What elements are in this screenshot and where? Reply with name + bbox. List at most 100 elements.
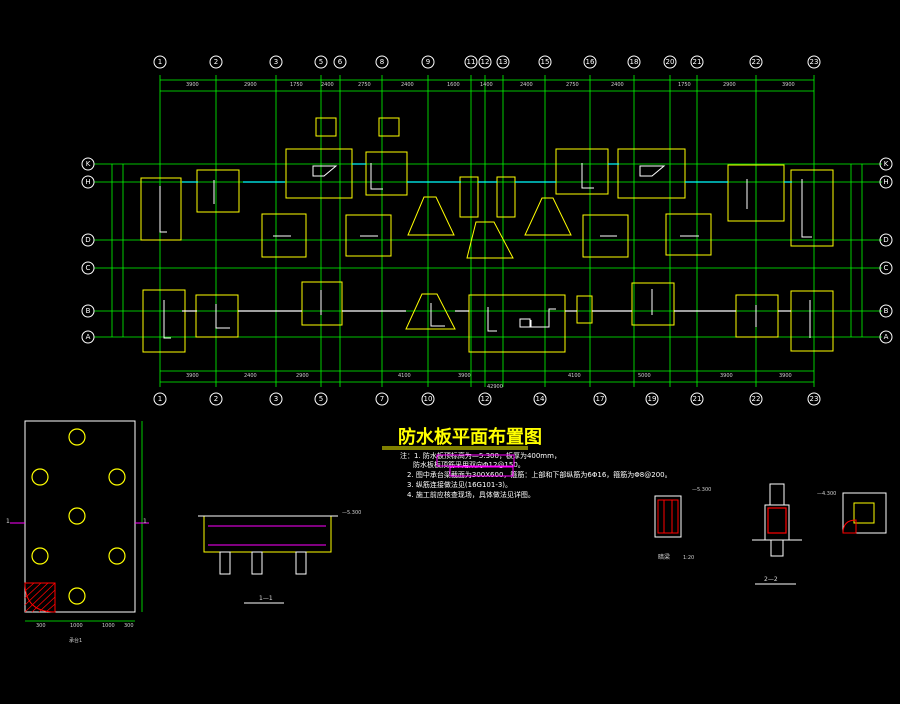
axis-bubble-right-H-text: H (883, 178, 888, 186)
axis-bubble-top-12 (478, 55, 492, 69)
pile-circle (31, 547, 49, 565)
plan-detail-box (519, 318, 531, 328)
top-dimension-value: 1400 (480, 82, 493, 88)
section-1-1-level: —5.300 (342, 510, 361, 516)
axis-bubble-bottom-14 (533, 392, 547, 406)
note-line-2: 防水板板顶筋采用双向Φ12@150。 (413, 460, 525, 469)
top-dimension-values: 3900 2900 1750 2400 2750 2400 1600 1400 … (186, 82, 795, 88)
colored-connections (182, 163, 792, 312)
trapezoid-footing (524, 197, 572, 236)
pile-detail-label: 承台1 (69, 637, 82, 644)
beam-reinforcement (657, 499, 679, 534)
axis-bubble-bottom-1 (153, 392, 167, 406)
axis-bubble-right-B (879, 304, 893, 318)
top-dimension-value: 2400 (611, 82, 624, 88)
axis-bubble-right-H (879, 175, 893, 189)
axis-bubble-top-12-text: 12 (481, 58, 490, 66)
foundation-block (365, 151, 408, 196)
top-dimension-value: 2900 (244, 82, 257, 88)
plan-detail-box (378, 117, 400, 137)
top-dimension-value: 3900 (186, 82, 199, 88)
foundation-block (261, 213, 307, 258)
pile-circle (31, 468, 49, 486)
axis-bubble-top-21-text: 21 (693, 58, 702, 66)
axis-bubble-left-C (81, 261, 95, 275)
pile-detail-dim-text: 300 (124, 623, 134, 629)
axis-bubble-right-D (879, 233, 893, 247)
bottom-dimension-values: 3900 2400 2900 4100 3900 4100 5000 3900 … (186, 373, 792, 390)
pile-detail-dim-text: 300 (36, 623, 46, 629)
rebar-mark (530, 308, 556, 328)
axis-bubble-bottom-17 (593, 392, 607, 406)
axis-bubble-bottom-23 (807, 392, 821, 406)
axis-bubble-top-6 (333, 55, 347, 69)
axis-bubble-top-6-text: 6 (338, 58, 343, 66)
bottom-dimension-value: 3900 (458, 373, 471, 379)
axis-bubble-top-3-text: 3 (274, 58, 278, 66)
axis-bubble-bottom-21-text: 21 (693, 395, 702, 403)
axis-bubble-bottom-5 (314, 392, 328, 406)
trapezoid-footing (405, 293, 456, 330)
top-dimension-value: 1750 (290, 82, 303, 88)
plan-detail-shape (639, 165, 666, 177)
axis-bubble-top-5 (314, 55, 328, 69)
foundation-block (196, 169, 240, 213)
foundation-block (142, 289, 186, 353)
foundation-block (582, 214, 629, 258)
foundation-block (555, 148, 609, 195)
foundation-block (665, 213, 712, 256)
reinforcement-marks (159, 163, 812, 339)
trapezoid-footing (407, 196, 455, 236)
axis-bubble-right-A (879, 330, 893, 344)
axis-bubble-bottom-7-text: 7 (380, 395, 384, 403)
section-outline (203, 516, 332, 553)
bottom-dimension-value: 5000 (638, 373, 651, 379)
foundation-block (631, 282, 675, 326)
hatch-lines (24, 582, 56, 613)
axis-bubble-left-D (81, 233, 95, 247)
axis-bubble-top-15-text: 15 (541, 58, 550, 66)
section-2-2-detail: 2—2 —4.300 (752, 483, 836, 585)
axis-bubble-right-C (879, 261, 893, 275)
axis-bubble-top-21 (690, 55, 704, 69)
axis-bubble-bottom-21 (690, 392, 704, 406)
bottom-dimension-value: 4100 (398, 373, 411, 379)
pile-detail-dim-text: 1000 (102, 623, 115, 629)
top-dimension-value: 1600 (447, 82, 460, 88)
rebar-mark (370, 163, 383, 190)
axis-bubble-bottom-2-text: 2 (214, 395, 218, 403)
beam-detail-scale: 1:20 (683, 555, 694, 561)
bottom-dimension-value: 2900 (296, 373, 309, 379)
beam-detail-label: 暗梁 (658, 553, 670, 561)
top-dimension-value: 1750 (678, 82, 691, 88)
bottom-dimension-value: 3900 (186, 373, 199, 379)
axis-bubble-top-11-text: 11 (467, 58, 476, 66)
axis-bubble-left-K (81, 157, 95, 171)
top-dimension-value: 3900 (782, 82, 795, 88)
axis-bubble-top-8-text: 8 (380, 58, 384, 66)
section-mark-right: 1 (143, 518, 147, 525)
rebar-mark (487, 307, 497, 332)
highlight-box (436, 454, 515, 467)
foundation-block (140, 177, 182, 241)
foundation-block (790, 290, 834, 352)
section-1-1-detail: 1—1 —5.300 (198, 510, 361, 604)
axis-bubble-top-20-text: 20 (666, 58, 675, 66)
misc-plan-detail (312, 117, 666, 328)
axis-bubble-left-A-text: A (86, 333, 91, 341)
axis-bubble-top-2-text: 2 (214, 58, 218, 66)
axis-bubble-top-1 (153, 55, 167, 69)
bottom-dimension-value: 3900 (779, 373, 792, 379)
foundation-block (285, 148, 353, 199)
axis-bubble-top-22 (749, 55, 763, 69)
pedestal-reinforcement (767, 507, 787, 534)
beam-detail-level: —5.300 (692, 487, 711, 493)
axis-bubble-top-2 (209, 55, 223, 69)
beam-detail: 暗梁 1:20 —5.300 (654, 487, 711, 561)
axis-bubble-top-15 (538, 55, 552, 69)
axis-bubble-top-18 (627, 55, 641, 69)
axis-bubble-top-18-text: 18 (630, 58, 639, 66)
axis-bubble-top-23-text: 23 (810, 58, 819, 66)
